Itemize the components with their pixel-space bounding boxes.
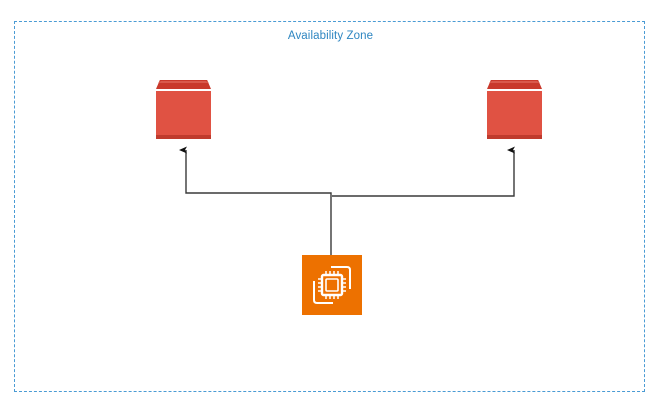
- cube-lid: [156, 80, 211, 89]
- availability-zone-boundary: [14, 21, 645, 392]
- ec2-instances-icon[interactable]: [302, 255, 362, 315]
- cube-body: [156, 91, 211, 135]
- red-cube-icon-left[interactable]: [156, 80, 211, 139]
- cube-gap: [156, 89, 211, 91]
- red-cube-icon-right[interactable]: [487, 80, 542, 139]
- ec2-chip-glyph: [313, 266, 351, 304]
- cube-gap: [487, 89, 542, 91]
- cube-base: [487, 135, 542, 139]
- availability-zone-label: Availability Zone: [287, 30, 374, 42]
- cube-lid-highlight: [489, 81, 540, 83]
- cube-base: [156, 135, 211, 139]
- cube-lid-highlight: [158, 81, 209, 83]
- cube-body: [487, 91, 542, 135]
- cube-lid: [487, 80, 542, 89]
